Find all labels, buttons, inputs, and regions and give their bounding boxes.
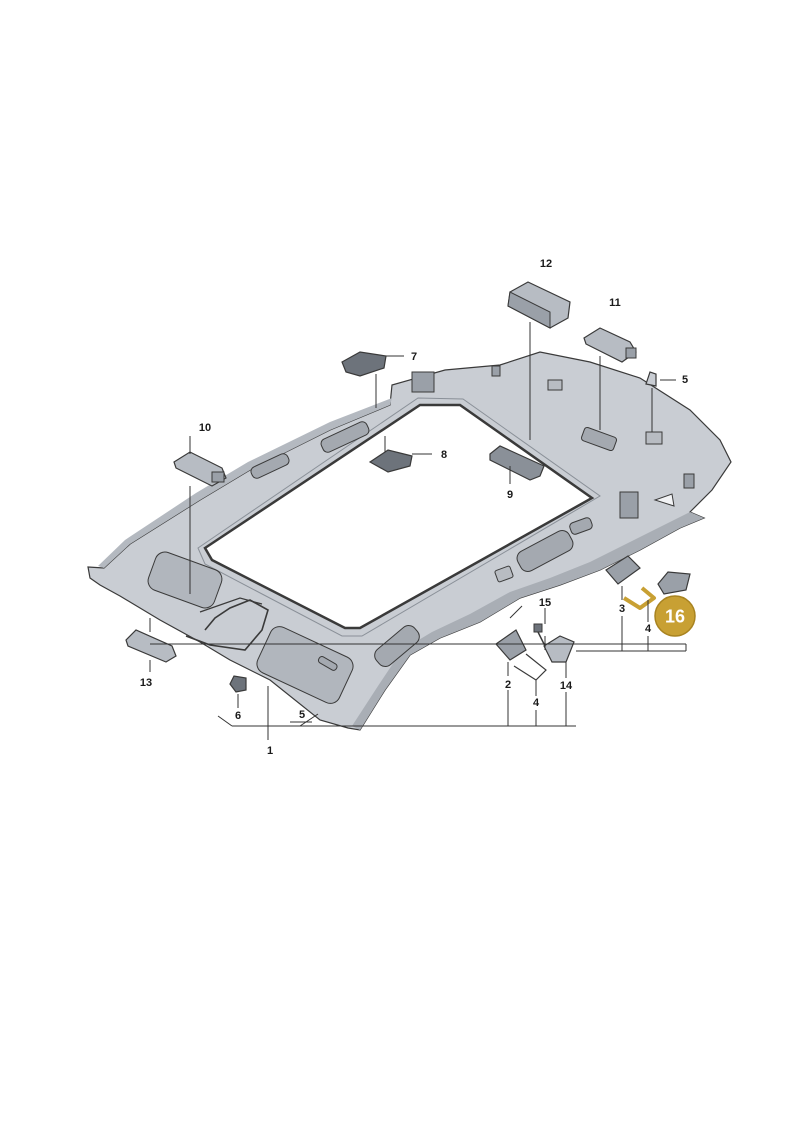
callout-4-bottom: 4 bbox=[533, 697, 540, 709]
callout-4-right: 4 bbox=[645, 623, 652, 635]
callout-5-bottom: 5 bbox=[299, 709, 305, 721]
part-5-clip bbox=[645, 371, 657, 387]
callout-9: 9 bbox=[507, 489, 513, 501]
part-11-module bbox=[583, 327, 637, 363]
callout-1: 1 bbox=[267, 745, 273, 757]
part-12-module bbox=[507, 281, 571, 329]
callout-3: 3 bbox=[619, 603, 625, 615]
callout-12: 12 bbox=[540, 258, 552, 270]
part-right-cover bbox=[657, 571, 691, 595]
callout-5-top: 5 bbox=[682, 374, 688, 386]
part-2-holder bbox=[495, 629, 527, 661]
callout-14: 14 bbox=[560, 680, 573, 692]
callout-6: 6 bbox=[235, 710, 241, 722]
callout-10: 10 bbox=[199, 422, 211, 434]
leader-lines bbox=[149, 322, 687, 740]
callout-16: 16 bbox=[665, 607, 685, 627]
part-9-bracket bbox=[489, 445, 545, 481]
callout-11: 11 bbox=[609, 297, 621, 309]
part-10-module bbox=[173, 451, 227, 487]
callout-7: 7 bbox=[411, 351, 417, 363]
callout-labels: 1 2 3 4 4 5 5 6 7 8 9 10 11 12 13 14 15 bbox=[140, 258, 688, 757]
headliner-panel bbox=[87, 351, 732, 731]
part-14-cover bbox=[543, 635, 575, 663]
callout-13: 13 bbox=[140, 677, 152, 689]
part-3-holder bbox=[605, 555, 641, 585]
part-7-bracket bbox=[341, 351, 387, 377]
part-6-clip bbox=[229, 675, 247, 693]
part-16-highlighted-bracket bbox=[622, 586, 656, 610]
part-4-bracket bbox=[513, 653, 547, 681]
part-13-module bbox=[125, 629, 177, 663]
callout-15: 15 bbox=[539, 597, 551, 609]
callout-8: 8 bbox=[441, 449, 447, 461]
callout-2: 2 bbox=[505, 679, 511, 691]
callout-16-badge[interactable]: 16 bbox=[654, 595, 696, 637]
